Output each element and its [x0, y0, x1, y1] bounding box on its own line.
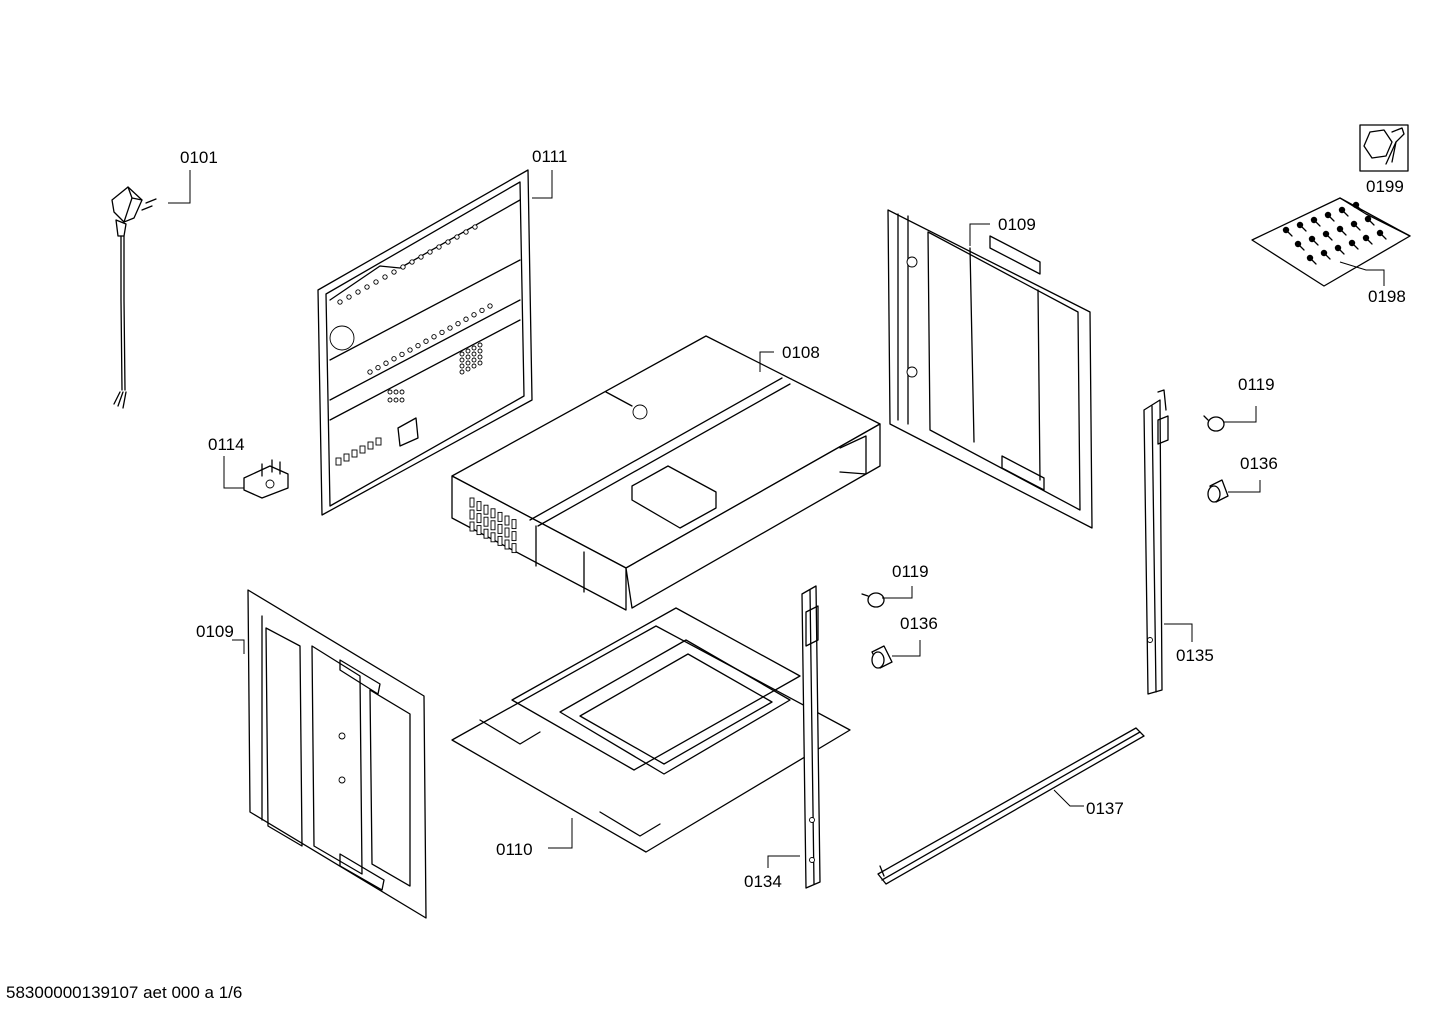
bushing-right [1207, 479, 1261, 503]
callout-0119-right: 0119 [1238, 375, 1275, 394]
callout-0101: 0101 [180, 148, 218, 167]
callout-0119-mid: 0119 [892, 562, 929, 581]
callout-0114: 0114 [208, 435, 245, 454]
callout-0137: 0137 [1086, 799, 1124, 818]
bushing-mid [871, 640, 921, 669]
bottom-tray [451, 607, 851, 853]
callout-0136-right: 0136 [1240, 454, 1278, 473]
drawing-number: 58300000139107 aet 000 a 1/6 [6, 983, 243, 1002]
screw-bag [1251, 197, 1411, 287]
callout-0108: 0108 [782, 343, 820, 362]
knob-cap-mid [861, 586, 913, 608]
callout-0109-left: 0109 [196, 622, 234, 641]
top-cover [451, 335, 881, 611]
side-panel-left [232, 589, 427, 919]
callout-0109-right: 0109 [998, 215, 1036, 234]
side-rail-left [767, 585, 821, 889]
wrench-tool-icon [1359, 124, 1409, 172]
callout-0199: 0199 [1366, 177, 1404, 196]
callout-0111: 0111 [532, 147, 568, 166]
power-cord-plug [111, 170, 191, 409]
callout-0136-mid: 0136 [900, 614, 938, 633]
callout-0134: 0134 [744, 872, 782, 891]
front-bottom-rail [877, 727, 1145, 885]
back-panel [317, 169, 553, 516]
knob-cap-right [1203, 406, 1257, 432]
side-panel-right [887, 209, 1093, 529]
side-rail-right [1143, 389, 1193, 695]
door-lock-bracket [223, 456, 289, 499]
callout-0198: 0198 [1368, 287, 1406, 306]
callout-0135: 0135 [1176, 646, 1214, 665]
callout-0110: 0110 [496, 840, 533, 859]
